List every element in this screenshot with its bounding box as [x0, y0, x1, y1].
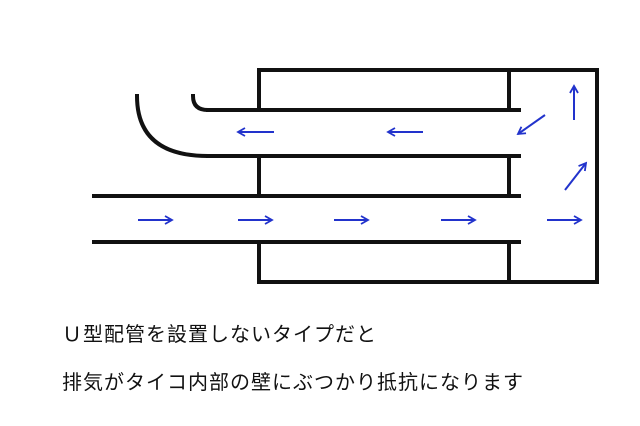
flow-arrow-return-diagonal [516, 114, 546, 136]
flow-arrow-up-diagonal [564, 161, 588, 191]
tailpipe-bend-outer [134, 93, 211, 159]
caption-line-2: 排気がタイコ内部の壁にぶつかり抵抗になります [62, 370, 524, 394]
tailpipe-bend-inner [190, 93, 211, 113]
caption-line-1: Ｕ型配管を設置しないタイプだと [62, 322, 377, 346]
